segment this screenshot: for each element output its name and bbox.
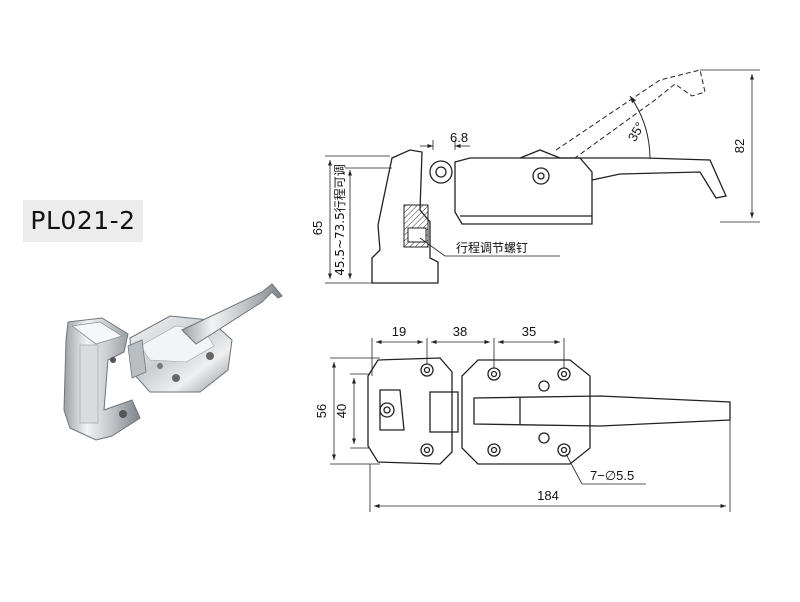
dim-184: 184: [537, 488, 559, 503]
dim-holes: 7−∅5.5: [590, 468, 634, 483]
side-view: [325, 69, 760, 284]
product-photo: [63, 283, 283, 441]
side-handle: [519, 149, 727, 199]
dim-65: 65: [310, 221, 325, 235]
product-code: PL021-2: [30, 206, 136, 235]
top-handle-bar: [473, 395, 731, 427]
screw-note: 行程调节螺钉: [456, 240, 528, 255]
dim-35: 35: [522, 324, 536, 339]
dim-82: 82: [732, 139, 747, 153]
dim-40: 40: [334, 404, 349, 418]
hinge-pin: [429, 160, 453, 184]
dim-stroke-range: 45.5~73.5行程可调: [332, 164, 347, 276]
handle-open-dashed: [555, 69, 706, 159]
dim-6-8: 6.8: [450, 130, 468, 145]
top-keeper-plate: [367, 357, 453, 465]
top-latch-body: [461, 359, 591, 465]
dim-38: 38: [453, 324, 467, 339]
side-keeper-outline: [371, 149, 439, 284]
top-view: [330, 338, 731, 512]
dim-56: 56: [314, 404, 329, 418]
side-latch-body: [454, 157, 593, 225]
dim-19: 19: [392, 324, 406, 339]
product-label-box: PL021-2: [23, 200, 143, 242]
